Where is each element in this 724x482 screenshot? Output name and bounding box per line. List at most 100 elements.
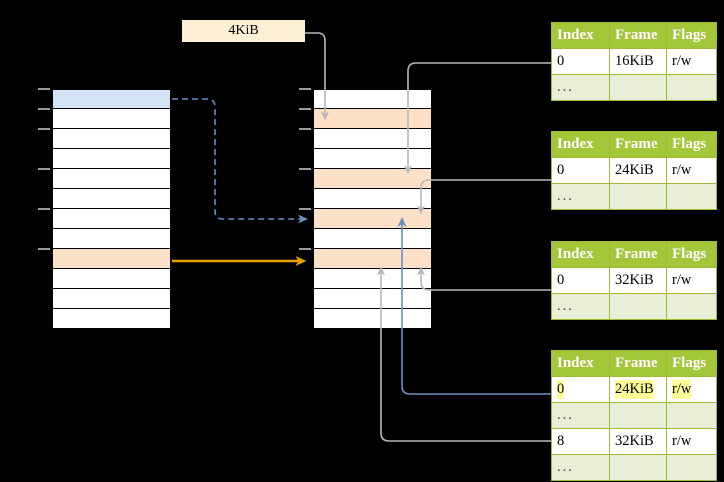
memory-row[interactable] xyxy=(52,209,171,229)
memory-row[interactable] xyxy=(52,249,171,269)
row-tick-mark xyxy=(38,168,50,170)
cell-index[interactable]: 0 xyxy=(551,157,610,184)
cell-frame[interactable] xyxy=(609,183,667,210)
cell-value: 16KiB xyxy=(615,53,654,70)
memory-row[interactable] xyxy=(313,289,432,309)
cell-flags[interactable] xyxy=(666,74,717,101)
row-tick-mark xyxy=(299,168,311,170)
page-size-label: 4KiB xyxy=(182,20,305,42)
cell-frame[interactable]: 16KiB xyxy=(609,48,667,75)
memory-row[interactable] xyxy=(313,209,432,229)
row-tick-mark xyxy=(38,248,50,250)
cell-flags[interactable]: r/w xyxy=(666,428,717,455)
cell-frame[interactable]: 24KiB xyxy=(609,157,667,184)
row-tick-mark xyxy=(299,108,311,110)
cell-value: 0 xyxy=(557,272,565,289)
memory-row[interactable] xyxy=(313,149,432,169)
memory-row[interactable] xyxy=(52,269,171,289)
column-header-frame: Frame xyxy=(609,131,667,158)
memory-row[interactable] xyxy=(313,249,432,269)
memory-row[interactable] xyxy=(313,309,432,329)
cell-value: 0 xyxy=(557,162,565,179)
memory-row[interactable] xyxy=(313,189,432,209)
cell-index[interactable]: ... xyxy=(551,74,610,101)
cell-value: 24KiB xyxy=(615,380,654,399)
cell-index[interactable]: 8 xyxy=(551,428,610,455)
cell-flags[interactable] xyxy=(666,183,717,210)
memory-row[interactable] xyxy=(52,129,171,149)
cell-flags[interactable] xyxy=(666,402,717,429)
cell-frame[interactable]: 32KiB xyxy=(609,267,667,294)
row-tick-mark xyxy=(299,128,311,130)
cell-index[interactable]: ... xyxy=(551,183,610,210)
memory-row[interactable] xyxy=(52,189,171,209)
cell-value: 32KiB xyxy=(615,433,654,450)
memory-row[interactable] xyxy=(313,229,432,249)
cell-flags[interactable]: r/w xyxy=(666,157,717,184)
cell-frame[interactable]: 32KiB xyxy=(609,428,667,455)
table-ellipsis-row[interactable]: ... xyxy=(551,74,717,101)
column-header-flags: Flags xyxy=(666,22,717,49)
cell-flags[interactable] xyxy=(666,454,717,481)
memory-row[interactable] xyxy=(313,129,432,149)
connector-table2-to-memory xyxy=(417,179,551,215)
cell-index[interactable]: ... xyxy=(551,454,610,481)
cell-index[interactable]: ... xyxy=(551,402,610,429)
memory-row[interactable] xyxy=(52,109,171,129)
memory-row[interactable] xyxy=(313,269,432,289)
memory-row[interactable] xyxy=(52,169,171,189)
column-header-frame: Frame xyxy=(609,22,667,49)
table-row[interactable]: 0 16KiB r/w xyxy=(551,48,717,75)
physical-memory-column xyxy=(312,88,433,330)
cell-flags[interactable]: r/w xyxy=(666,376,717,403)
cell-value: r/w xyxy=(672,433,692,450)
memory-row[interactable] xyxy=(52,229,171,249)
cell-index[interactable]: 0 xyxy=(551,48,610,75)
cell-frame[interactable] xyxy=(609,454,667,481)
memory-row[interactable] xyxy=(313,89,432,109)
table-ellipsis-row[interactable]: ... xyxy=(551,183,717,210)
cell-index[interactable]: 0 xyxy=(551,376,610,403)
table-row[interactable]: 8 32KiB r/w xyxy=(551,428,717,455)
table-ellipsis-row[interactable]: ... xyxy=(551,293,717,320)
table-ellipsis-row[interactable]: ... xyxy=(551,454,717,481)
cell-value: ... xyxy=(557,298,574,315)
cell-frame[interactable] xyxy=(609,74,667,101)
cell-value: 0 xyxy=(557,380,565,399)
column-header-index: Index xyxy=(551,131,610,158)
cell-index[interactable]: ... xyxy=(551,293,610,320)
cell-frame[interactable] xyxy=(609,402,667,429)
cell-flags[interactable]: r/w xyxy=(666,48,717,75)
cell-index[interactable]: 0 xyxy=(551,267,610,294)
cell-value: r/w xyxy=(672,380,692,399)
column-header-index: Index xyxy=(551,241,610,268)
memory-row[interactable] xyxy=(52,289,171,309)
row-tick-mark xyxy=(299,208,311,210)
cell-flags[interactable] xyxy=(666,293,717,320)
cell-frame[interactable] xyxy=(609,293,667,320)
memory-row[interactable] xyxy=(313,109,432,129)
memory-row[interactable] xyxy=(52,149,171,169)
table-row[interactable]: 0 24KiB r/w xyxy=(551,376,717,403)
cell-value: r/w xyxy=(672,53,692,70)
cell-value: ... xyxy=(557,407,574,424)
cell-value: ... xyxy=(557,188,574,205)
cell-frame[interactable]: 24KiB xyxy=(609,376,667,403)
connector-table3-to-memory xyxy=(417,266,551,291)
cell-flags[interactable]: r/w xyxy=(666,267,717,294)
cell-value: ... xyxy=(557,79,574,96)
table-ellipsis-row[interactable]: ... xyxy=(551,402,717,429)
memory-row[interactable] xyxy=(52,309,171,329)
memory-row[interactable] xyxy=(313,169,432,189)
cell-value: ... xyxy=(557,459,574,476)
memory-row[interactable] xyxy=(52,89,171,109)
